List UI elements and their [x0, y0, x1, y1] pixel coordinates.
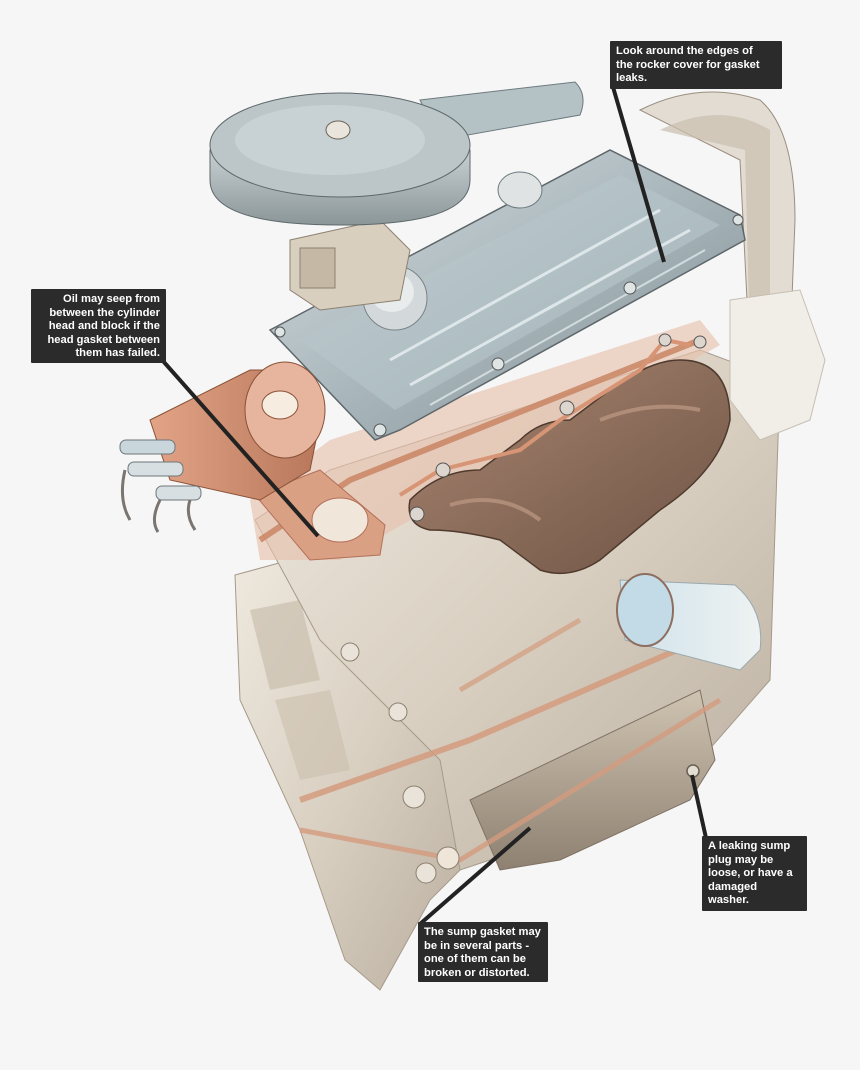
- callout-line: A leaking sump: [708, 840, 791, 852]
- callout-line: Oil may seep from: [63, 293, 160, 305]
- leader-line-rocker-cover: [611, 86, 666, 263]
- callout-line: washer.: [708, 894, 750, 907]
- callout-line: head and block if the: [48, 320, 160, 333]
- callout-line: damaged: [708, 880, 758, 893]
- callout-line: the rocker cover for gasket: [616, 58, 760, 71]
- leader-line-sump-plug: [690, 774, 708, 839]
- callout-line: Look around the edges of: [616, 45, 753, 57]
- callout-line: broken or distorted.: [424, 966, 530, 979]
- callout-sump-plug: A leaking sump plug may be loose, or hav…: [702, 836, 807, 911]
- callout-line: be in several parts -: [424, 939, 530, 952]
- callout-head-gasket: Oil may seep from between the cylinder h…: [31, 289, 166, 363]
- callout-line: them has failed.: [75, 347, 160, 360]
- callout-line: plug may be: [708, 853, 774, 866]
- callout-line: head gasket between: [47, 333, 160, 346]
- callout-line: between the cylinder: [49, 306, 160, 319]
- callout-sump-gasket: The sump gasket may be in several parts …: [418, 922, 548, 982]
- callout-line: loose, or have a: [708, 867, 793, 880]
- leader-line-sump-gasket: [418, 826, 532, 926]
- callout-line: one of them can be: [424, 953, 526, 966]
- callout-line: leaks.: [616, 72, 648, 85]
- leader-line-head-gasket: [161, 359, 320, 538]
- callout-line: The sump gasket may: [424, 926, 541, 938]
- callout-rocker-cover: Look around the edges of the rocker cove…: [610, 41, 782, 89]
